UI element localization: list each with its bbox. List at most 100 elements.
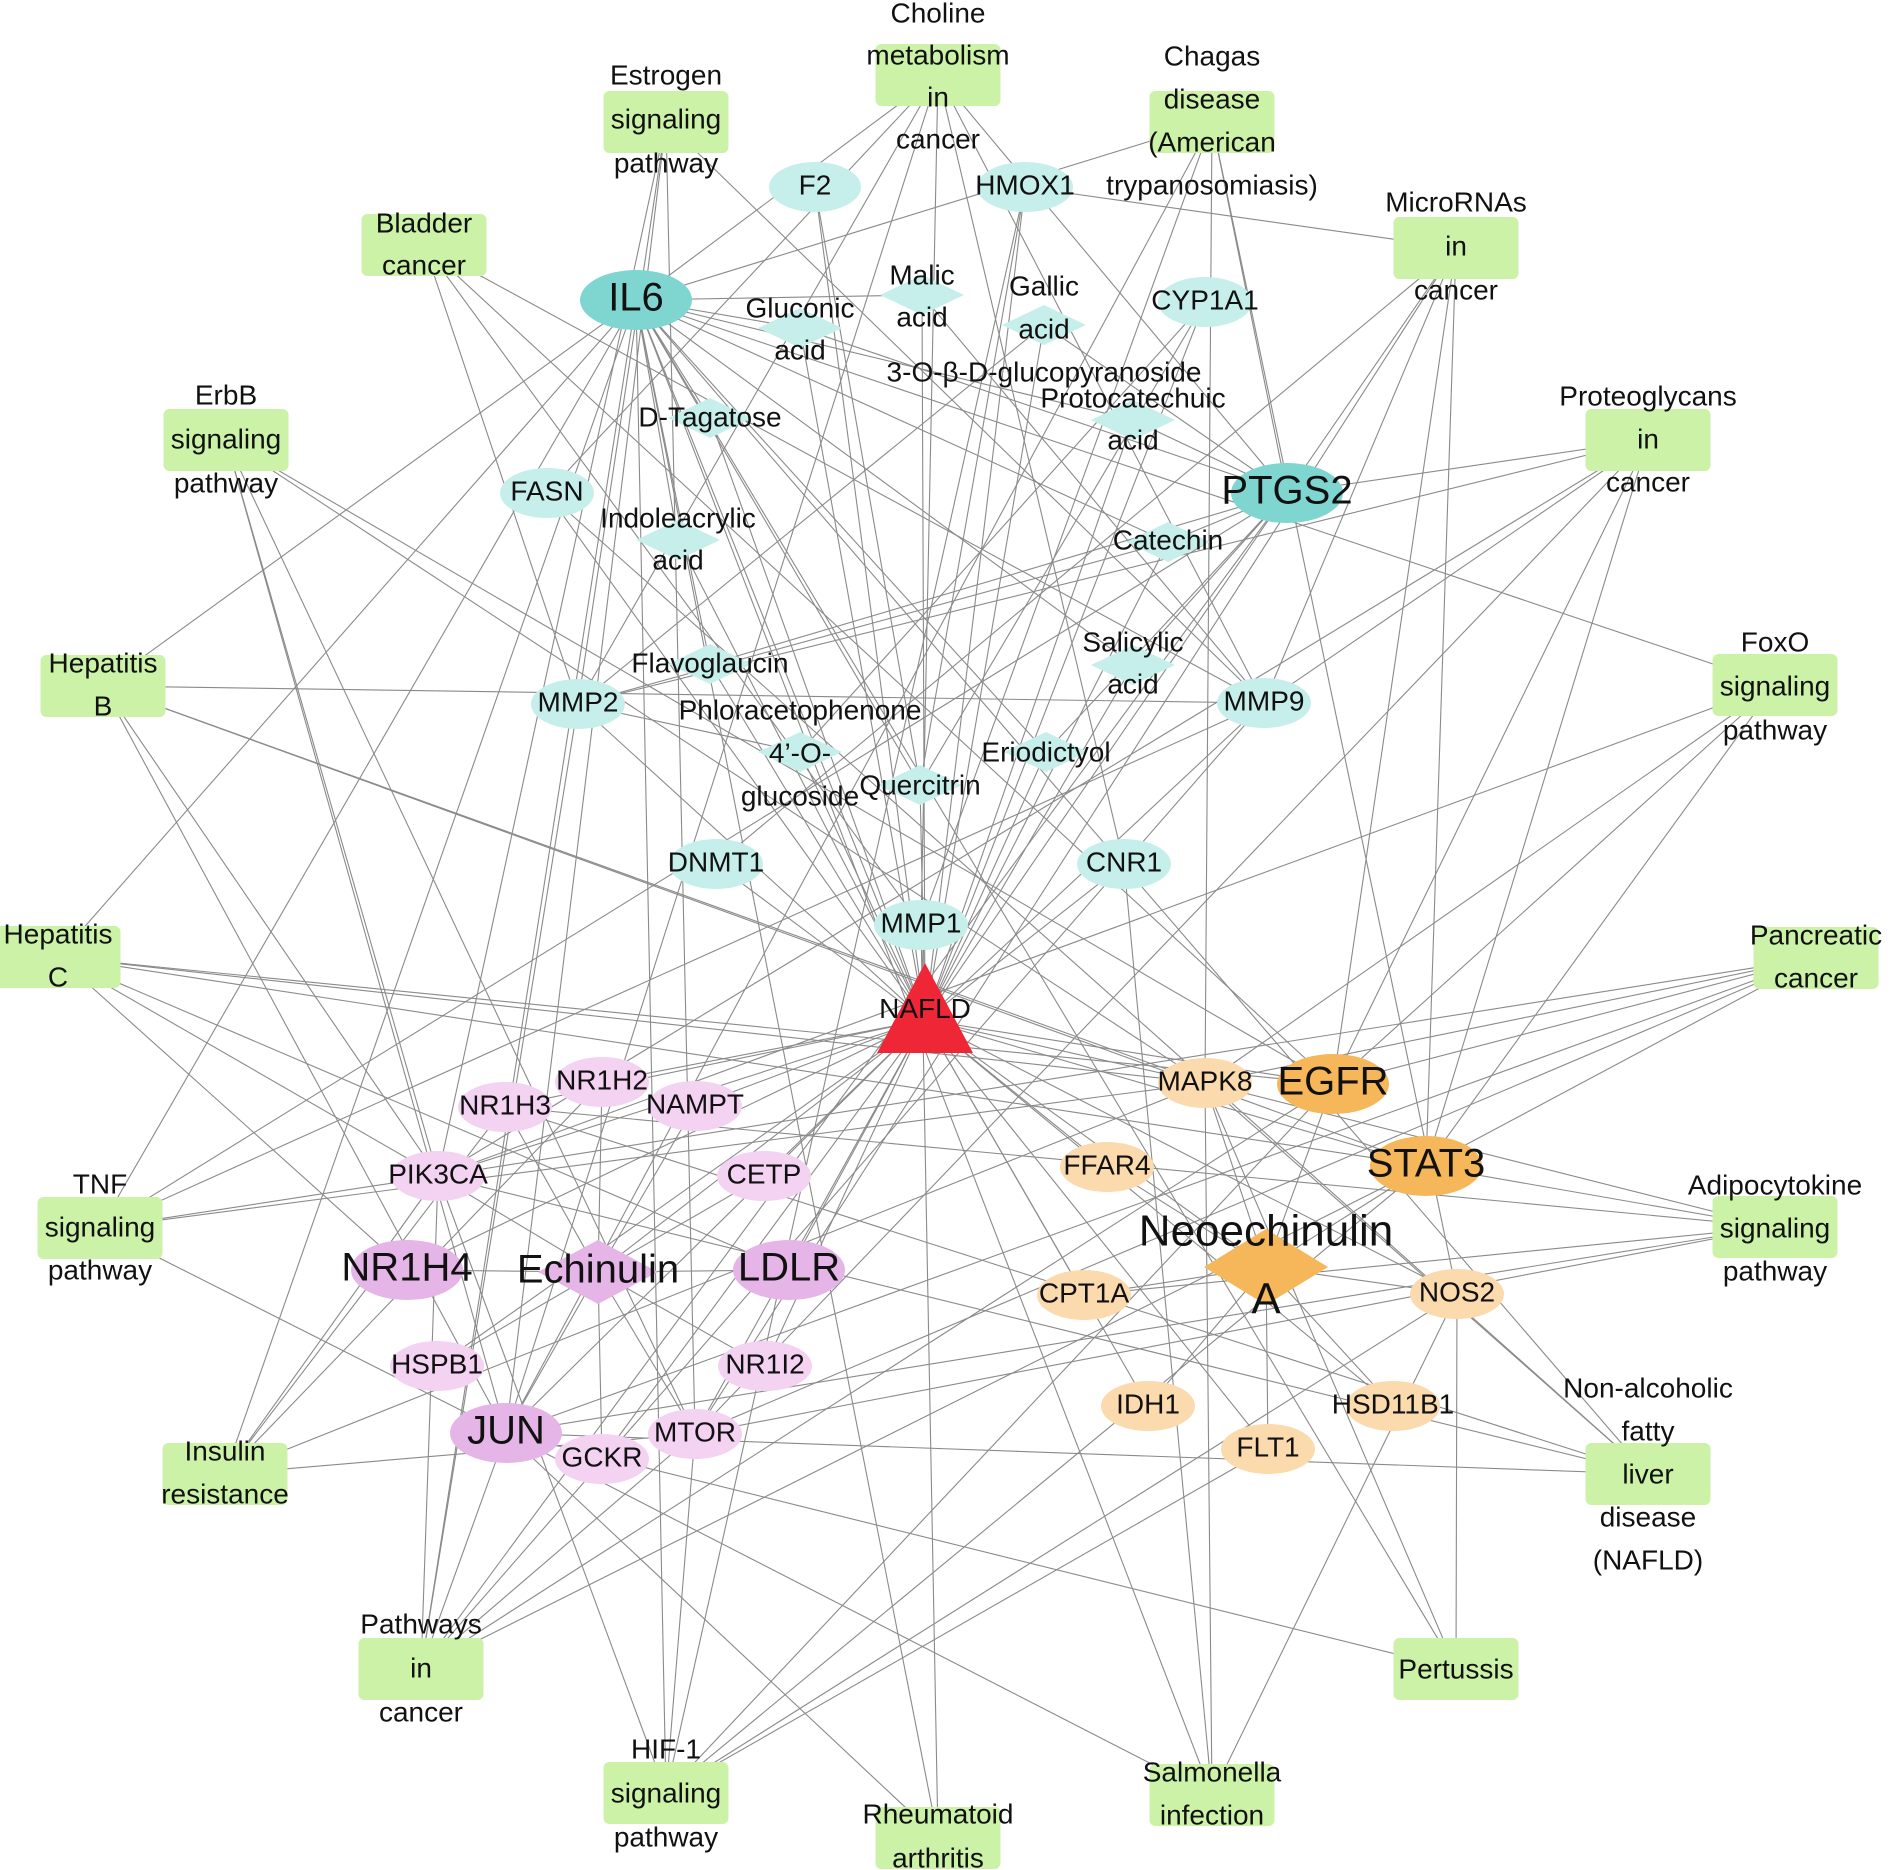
pathway-label-line: cancer [896,123,980,154]
edge-salmonella-MAPK8 [1204,1082,1213,1796]
pathway-box [1149,1764,1275,1826]
pathway-box [603,91,729,153]
edge-bladder-MMP9 [423,244,1265,704]
pathway-label-line: Proteoglycans [1559,380,1736,411]
edge-quercitrin-F2 [814,186,921,786]
target-node-ptgs2: PTGS2 [1221,463,1353,523]
target-node-nr1h4: NR1H4 [341,1240,473,1300]
edge-salmonella-NOS2 [1211,1293,1458,1796]
target-ellipse [390,1341,484,1391]
pathway-label-line: signaling [611,103,722,134]
pathway-box [1585,409,1711,471]
edge-pathways-cancer-JUN [420,1432,507,1670]
pathway-label-line: disease [1164,83,1261,114]
pathway-label-line: TNF [73,1168,127,1199]
pathway-label-line: Salmonella [1143,1756,1282,1787]
disease-triangle [877,963,973,1053]
target-label: F2 [799,169,832,200]
pathway-label-line: fatty [1622,1415,1675,1446]
target-label: FFAR4 [1063,1149,1150,1180]
target-ellipse [1101,1381,1195,1431]
edge-eriodictyol-IL6 [635,299,1047,753]
compound-diamond [1091,400,1175,440]
edge-hepb-PIK3CA [102,685,439,1177]
edge-proteoglycans-MMP9 [1263,439,1649,704]
target-ellipse [1158,1058,1252,1108]
pathway-label-line: Chagas [1164,40,1261,71]
target-label: PIK3CA [388,1158,488,1189]
target-ellipse [1370,1136,1482,1196]
edge-NAFLD-CNR1 [924,863,1125,1021]
edge-insulin-PIK3CA [224,1175,439,1475]
edge-bladder-MMP2 [423,244,579,705]
pathway-box [40,655,166,717]
compound-label-line: D-Tagatose [638,401,781,432]
compound-label-line: 3-O-β-D-glucopyranoside [887,356,1202,387]
pathway-label-line: cancer [1414,274,1498,305]
edge-hif1-MTOR [665,1433,696,1794]
edge-malic-NAFLD [921,294,926,1021]
pathway-box [1585,1443,1711,1505]
edge-NAFLD-IDH1 [924,1019,1149,1407]
compound-diamond [758,732,842,772]
edge-eriodictyol-NAFLD [924,751,1047,1021]
target-label: STAT3 [1367,1142,1486,1186]
target-label: MTOR [654,1416,736,1447]
edge-bladder-MMP1 [423,244,922,926]
edge-NAFLD-HSD11B1 [924,1019,1394,1407]
pathway-label-line: pathway [1723,714,1827,745]
edge-hepc-IL6 [57,299,637,958]
target-node-idh1: IDH1 [1101,1381,1195,1431]
pathway-label-line: cancer [1774,962,1858,993]
edge-echinulin-NR1H3 [504,1106,599,1273]
edge-hif1-FLT1 [665,1448,1269,1794]
pathway-label-line: resistance [161,1478,289,1509]
pathway-label-line: arthritis [892,1842,984,1870]
target-node-il6: IL6 [580,270,692,330]
edge-tnf-IL6 [99,299,637,1229]
target-ellipse [500,468,594,518]
target-label: NAMPT [646,1088,744,1119]
edge-chagas-NOS2 [1211,121,1458,1295]
edge-foxo-EGFR [1332,684,1776,1085]
compound-diamond [1004,732,1088,772]
target-ellipse [1060,1142,1154,1192]
edge-proteoglycans-MTOR [694,439,1649,1435]
edge-pathways-cancer-EGFR [420,1083,1334,1670]
pathway-label-line: C [48,961,68,992]
target-label: NR1I2 [725,1348,804,1379]
target-label: NOS2 [1419,1276,1495,1307]
pathway-label-line: pathway [174,467,278,498]
compound-node-echinulin: Echinulin [517,1240,679,1304]
pathway-label-line: Bladder [376,207,473,238]
edge-pertussis-MAPK8 [1204,1082,1457,1670]
target-node-flt1: FLT1 [1221,1424,1315,1474]
pathway-label-line: Hepatitis [49,647,158,678]
target-ellipse [1037,1270,1131,1320]
edge-indoleacrylic-IL6 [635,299,679,541]
pathway-label-line: disease [1600,1501,1697,1532]
edge-echinulin-MTOR [597,1271,696,1435]
pathway-label-line: infection [1160,1799,1264,1830]
compound-layer: GluconicacidMalicacidGallicacid3-O-β-D-g… [517,259,1393,1323]
target-ellipse [1410,1269,1504,1319]
pathway-label-line: Non-alcoholic [1563,1372,1733,1403]
compound-diamond [878,765,962,805]
pathway-box [163,409,289,471]
compound-label-line: glucoside [741,780,859,811]
edge-NAFLD-DNMT1 [715,863,926,1021]
edge-NAFLD-FASN [546,492,926,1021]
edge-NAFLD-EGFR [924,1019,1334,1085]
edge-microrna-PTGS2 [1286,247,1457,494]
pathway-label-line: Choline [891,0,986,28]
target-label: JUN [467,1409,545,1453]
compound-node-quercitrin: Quercitrin [859,765,981,805]
